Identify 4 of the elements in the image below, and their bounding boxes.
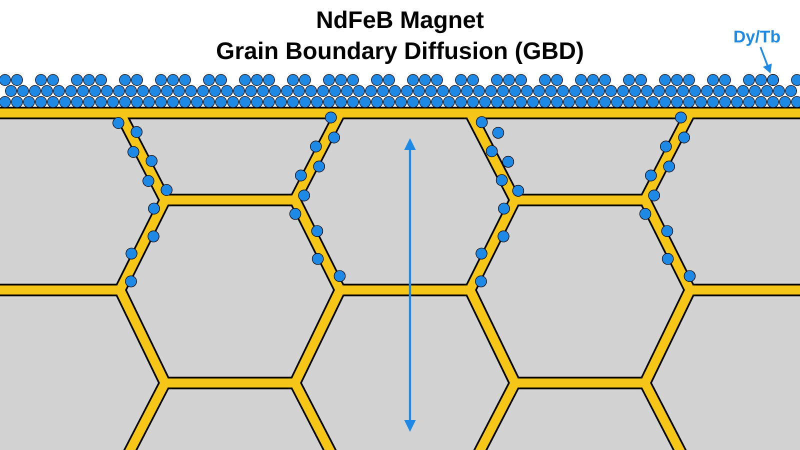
species-label: Dy/Tb <box>734 30 780 46</box>
title: NdFeB Magnet <box>318 10 484 34</box>
subtitle: Grain Boundary Diffusion (GBD) <box>217 42 583 64</box>
atom <box>767 74 779 86</box>
